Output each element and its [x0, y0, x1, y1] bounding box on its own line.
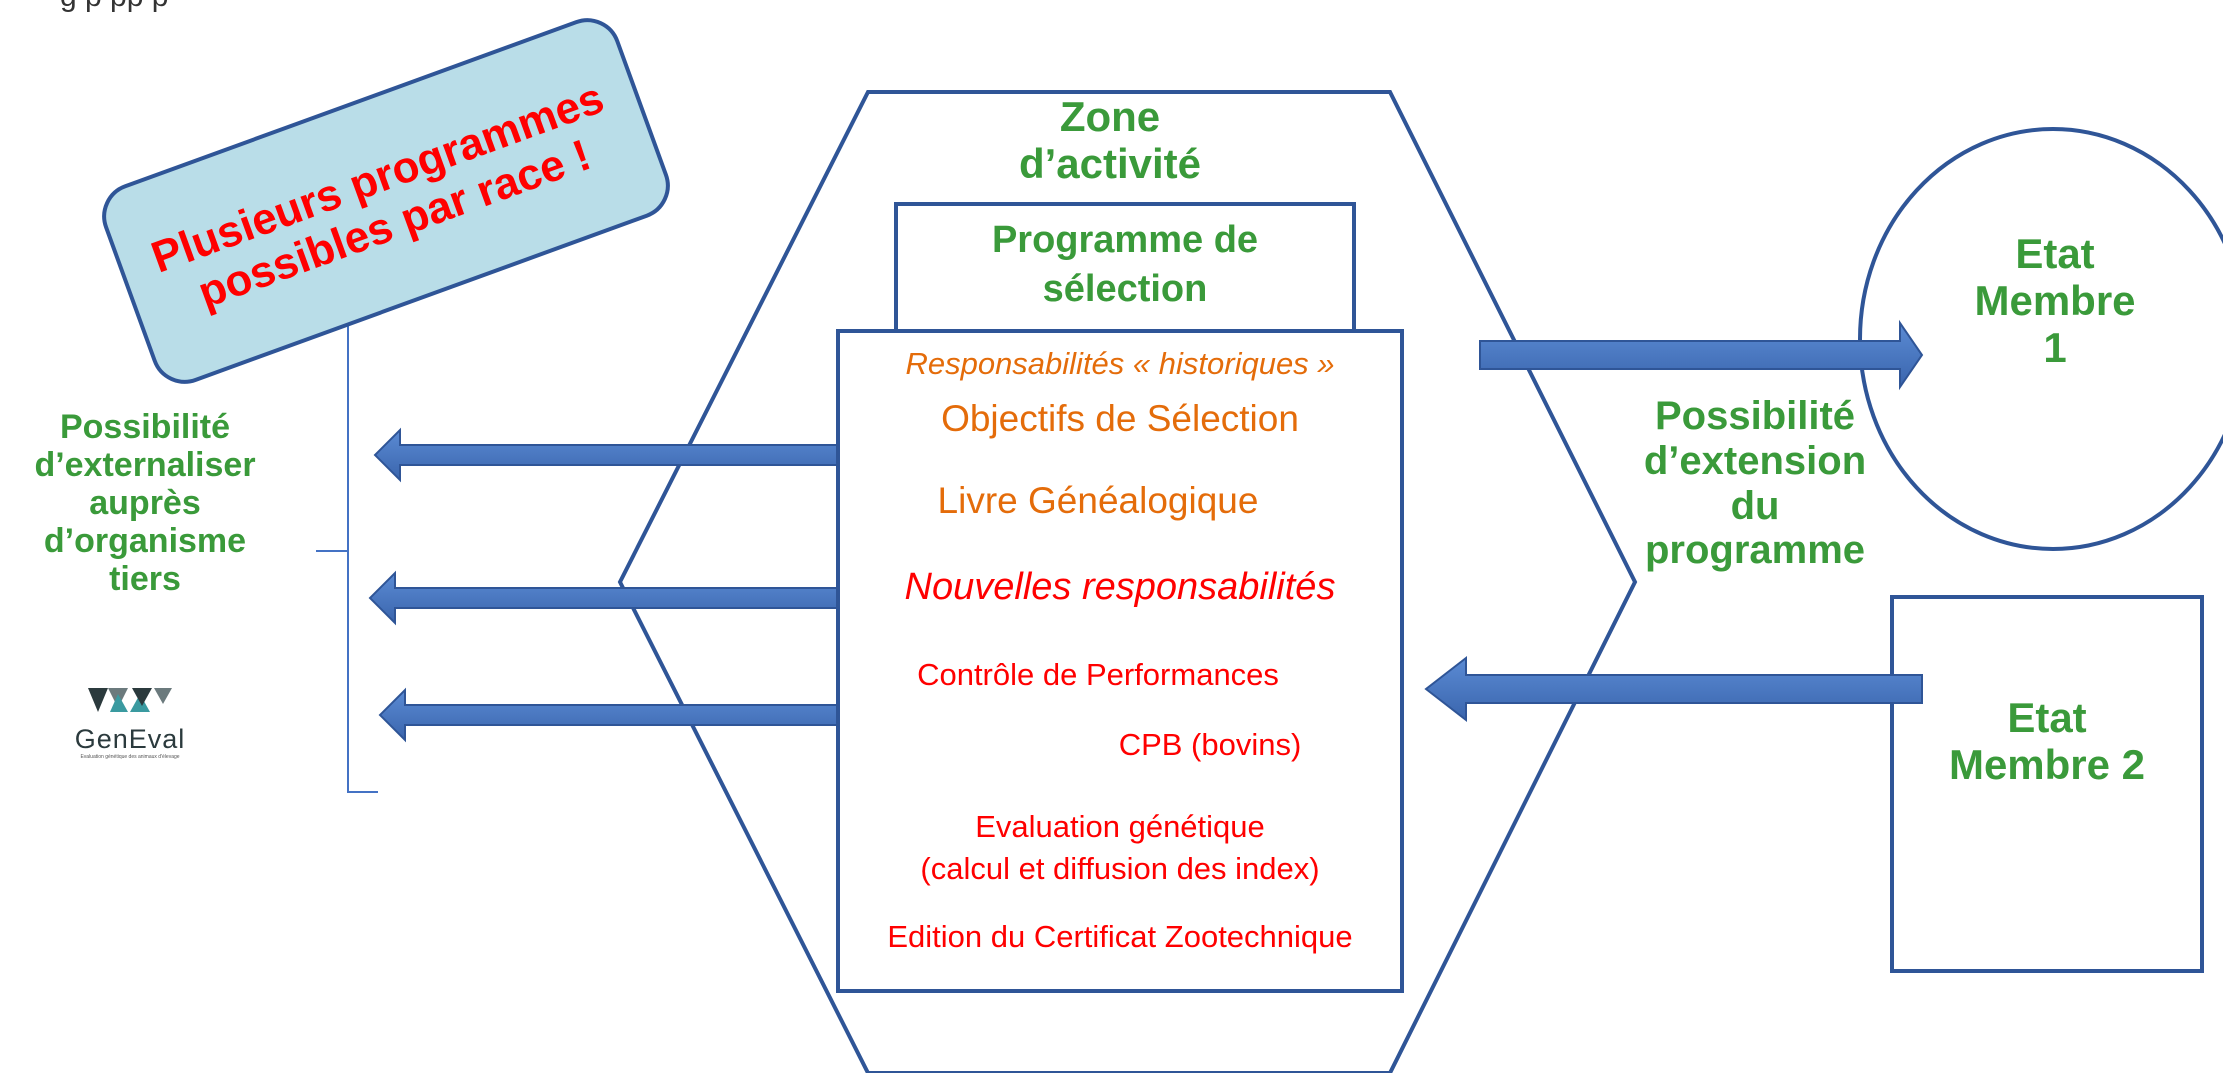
geneval-logo: GenEval Evaluation génétique des animaux… [50, 684, 210, 764]
livre-genealogique: Livre Généalogique [937, 480, 1259, 521]
evaluation-genetique: Evaluation génétique (calcul et diffusio… [920, 809, 1320, 886]
etat-membre-1-label: Etat Membre 1 [1974, 230, 2136, 372]
arrow-to-etat-1 [1479, 319, 1924, 391]
objectifs-selection: Objectifs de Sélection [941, 398, 1299, 439]
extension-text: Possibilité d’extension du programme [1643, 394, 1867, 573]
zone-title: Zone d’activité [1018, 93, 1202, 188]
left-bracket [316, 310, 378, 793]
geneval-logo-text: GenEval [74, 724, 186, 754]
arrow-from-etat-2 [1424, 655, 1923, 723]
arrow-externalise-3 [378, 687, 849, 743]
controle-performances: Contrôle de Performances [917, 657, 1279, 692]
zone-hexagon [617, 90, 1638, 1073]
programme-box [894, 202, 1356, 334]
edition-certificat: Edition du Certificat Zootechnique [887, 919, 1353, 954]
top-cutoff-text: g p pp p [60, 0, 168, 14]
cpb-bovins: CPB (bovins) [1118, 727, 1302, 762]
arrow-externalise-1 [373, 427, 846, 483]
etat-membre-1-circle [1858, 127, 2223, 551]
responsibilities-box [836, 329, 1404, 993]
programme-title: Programme de sélection [991, 219, 1259, 311]
arrow-externalise-2 [368, 570, 839, 626]
etat-membre-2-box [1890, 595, 2204, 973]
geneval-logo-subtitle: Evaluation génétique des animaux d'éleva… [80, 754, 180, 760]
geneval-logo-mark [88, 688, 172, 712]
historiques-header: Responsabilités « historiques » [905, 346, 1335, 381]
externalise-text: Possibilité d’externaliser auprès d’orga… [34, 408, 256, 599]
etat-membre-2-label: Etat Membre 2 [1948, 694, 2146, 789]
nouvelles-header: Nouvelles responsabilités [904, 566, 1336, 608]
